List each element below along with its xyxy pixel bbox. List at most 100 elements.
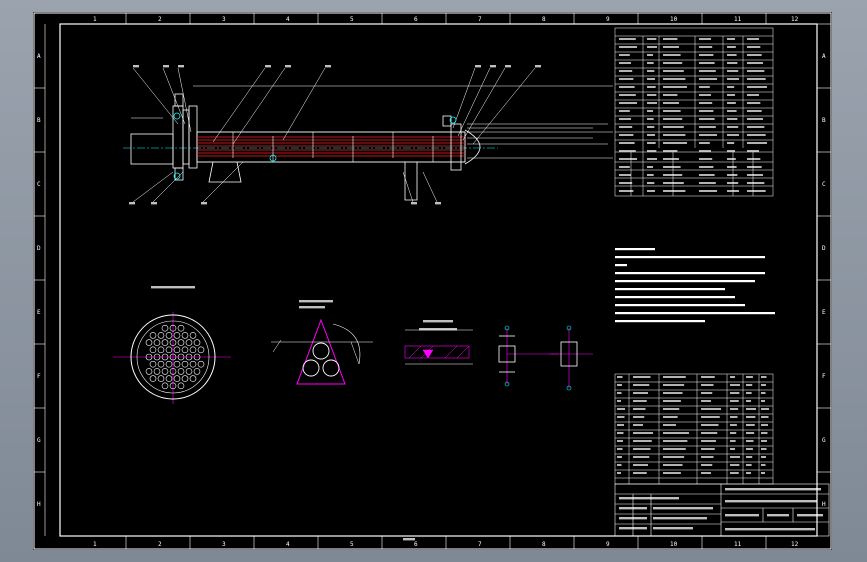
annotation-mark [325,65,331,68]
zone-number-bottom: 12 [791,541,799,548]
parts-text-mark [663,472,681,474]
zone-letter-right: G [822,437,826,444]
zone-number-bottom: 7 [478,541,482,548]
tube-hole [169,324,177,332]
parts-text-mark [617,376,623,378]
table-text-mark [619,94,636,96]
table-text-mark [699,150,711,152]
parts-text-mark [761,424,768,426]
tube-sheet-section [113,312,231,404]
parts-text-mark [701,432,718,434]
tube-hole [169,382,177,390]
table-text-mark [727,190,739,192]
tube-hole [153,353,161,361]
table-text-mark [663,182,684,184]
parts-text-mark [663,376,686,378]
table-text-mark [663,134,686,136]
table-text-mark [727,158,736,160]
parts-text-mark [701,416,720,418]
parts-list [614,373,774,485]
table-text-mark [747,182,765,184]
parts-text-mark [701,472,711,474]
table-text-mark [747,70,765,72]
parts-text-mark [617,464,622,466]
table-text-mark [647,110,653,112]
requirement-text-mark [615,288,725,291]
table-text-mark [619,166,630,168]
title-text-mark [725,500,817,503]
parts-text-mark [617,472,621,474]
requirement-text-mark [615,320,705,323]
parts-text-mark [746,384,753,386]
parts-text-mark [746,416,756,418]
table-text-mark [619,150,636,152]
table-text-mark [699,182,716,184]
zone-number-bottom: 3 [222,541,226,548]
parts-text-mark [701,408,721,410]
title-text-mark [619,497,679,500]
table-text-mark [619,158,637,160]
tube-hole [177,339,185,346]
table-text-mark [647,190,655,192]
table-text-mark [747,94,759,96]
parts-text-mark [701,456,714,458]
tube-hole [189,375,197,382]
drawing-canvas: 112233445566778899101011111212AABBCCDDEE… [33,12,832,550]
tube-hole [181,346,189,354]
parts-text-mark [746,448,753,450]
parts-text-mark [633,376,651,378]
title-text-mark [619,507,647,510]
table-text-mark [727,166,737,168]
tube-hole [157,346,165,354]
annotation-mark [423,320,453,323]
zone-letter-right: F [822,373,826,380]
requirement-text-mark [615,272,765,275]
parts-text-mark [663,464,683,466]
technical-requirements [615,248,775,323]
tube-hole [181,332,189,339]
tube-hole [193,353,201,361]
table-text-mark [663,110,681,112]
tube-hole [189,360,197,368]
table-text-mark [619,46,637,48]
heat-exchanger-elevation [123,67,613,203]
parts-text-mark [761,416,769,418]
table-text-mark [747,118,763,120]
parts-text-mark [730,432,737,434]
parts-text-mark [761,384,766,386]
table-text-mark [727,110,737,112]
table-text-mark [663,78,686,80]
parts-text-mark [617,392,622,394]
table-text-mark [647,118,654,120]
tube-hole [185,353,193,361]
table-text-mark [747,62,763,64]
table-text-mark [699,62,715,64]
table-text-mark [727,70,739,72]
title-text-mark [767,514,789,517]
tube-hole [145,353,153,361]
parts-text-mark [633,424,643,426]
requirement-text-mark [615,264,627,267]
parts-text-mark [761,392,766,394]
title-text-mark [797,514,823,517]
parts-text-mark [730,464,740,466]
zone-number-top: 2 [158,16,162,23]
table-text-mark [647,174,654,176]
weld-detail [404,329,473,365]
table-text-mark [619,78,634,80]
table-text-mark [619,190,634,192]
table-text-mark [727,142,735,144]
table-text-mark [663,46,679,48]
table-text-mark [699,110,714,112]
parts-text-mark [633,384,650,386]
table-text-mark [699,142,710,144]
parts-text-mark [633,456,650,458]
table-text-mark [747,46,761,48]
annotation-mark [265,65,271,68]
parts-text-mark [730,400,739,402]
table-text-mark [747,142,767,144]
table-text-mark [727,126,739,128]
zone-letter-right: H [822,501,826,508]
table-text-mark [663,190,686,192]
